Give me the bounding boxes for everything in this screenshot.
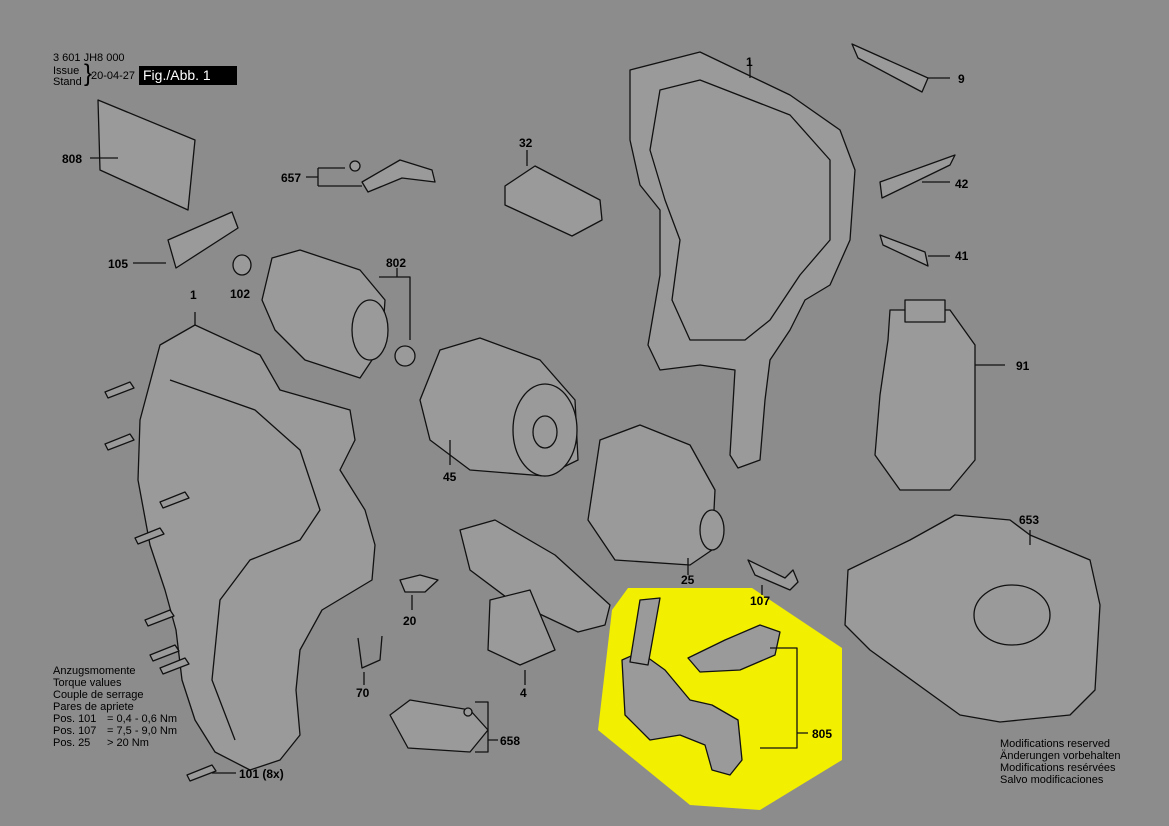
label-part-4: 4 bbox=[520, 686, 527, 700]
label-part-25: 25 bbox=[681, 573, 695, 587]
torque-line-en: Torque values bbox=[53, 677, 122, 689]
label-part-105: 105 bbox=[108, 257, 129, 271]
part-808-label-film bbox=[97, 99, 196, 211]
torque-line-es: Pares de apriete bbox=[53, 701, 134, 713]
part-805-switch bbox=[621, 651, 743, 776]
part-657-bracket bbox=[361, 159, 436, 193]
label-part-1-left: 1 bbox=[190, 288, 197, 302]
part-653-charger bbox=[844, 514, 1101, 723]
notice-line-fr: Modifications resérvées bbox=[1000, 762, 1116, 774]
label-part-1-top: 1 bbox=[746, 55, 753, 69]
stand-label: Stand bbox=[53, 76, 82, 88]
label-part-45: 45 bbox=[443, 470, 457, 484]
issue-date: 20-04-27 bbox=[91, 70, 136, 82]
label-part-91: 91 bbox=[1016, 359, 1030, 373]
brace: } bbox=[84, 60, 93, 87]
label-part-653: 653 bbox=[1019, 513, 1040, 527]
part-805-slider bbox=[687, 624, 781, 673]
notice-line-en: Modifications reserved bbox=[1000, 738, 1111, 750]
label-part-658: 658 bbox=[500, 734, 521, 748]
part-1-housing-right bbox=[629, 51, 856, 469]
label-part-41: 41 bbox=[955, 249, 969, 263]
part-91-battery bbox=[874, 309, 976, 491]
label-part-657: 657 bbox=[281, 171, 302, 185]
part-41-label bbox=[879, 234, 929, 267]
part-25-chuck bbox=[587, 424, 716, 566]
torque-values: Anzugsmomente Torque values Couple de se… bbox=[53, 665, 177, 749]
label-part-70: 70 bbox=[356, 686, 370, 700]
torque-line-de: Anzugsmomente bbox=[53, 665, 136, 677]
doc-number: 3 601 JH8 000 bbox=[53, 52, 125, 64]
part-1-housing-left bbox=[137, 324, 376, 771]
torque-pos-101: Pos. 101= 0,4 - 0,6 Nm bbox=[53, 713, 178, 725]
part-70-spring bbox=[357, 635, 383, 669]
label-part-42: 42 bbox=[955, 177, 969, 191]
figure-tag: Fig./Abb. 1 bbox=[139, 66, 237, 85]
label-part-805: 805 bbox=[812, 727, 833, 741]
label-part-20: 20 bbox=[403, 614, 417, 628]
label-part-808: 808 bbox=[62, 152, 83, 166]
part-20-clip bbox=[399, 574, 439, 593]
part-42-label bbox=[879, 154, 956, 199]
label-part-107: 107 bbox=[750, 594, 771, 608]
notice-line-de: Änderungen vorbehalten bbox=[1000, 750, 1121, 762]
part-9-label bbox=[851, 43, 929, 93]
torque-line-fr: Couple de serrage bbox=[53, 689, 144, 701]
torque-pos-107: Pos. 107= 7,5 - 9,0 Nm bbox=[53, 725, 178, 737]
label-part-9: 9 bbox=[958, 72, 965, 86]
notice-line-es: Salvo modificaciones bbox=[1000, 774, 1104, 786]
modifications-notice: Modifications reserved Änderungen vorbeh… bbox=[1000, 738, 1120, 786]
label-part-102: 102 bbox=[230, 287, 251, 301]
highlight-805 bbox=[598, 588, 842, 810]
part-32-slider bbox=[504, 165, 603, 237]
issue-label: Issue bbox=[53, 65, 80, 77]
label-part-101: 101 (8x) bbox=[239, 767, 284, 781]
part-4-electronics bbox=[459, 519, 611, 633]
torque-pos-25: Pos. 25> 20 Nm bbox=[53, 737, 149, 749]
part-101-screws bbox=[104, 381, 217, 782]
part-107-screw bbox=[747, 559, 799, 591]
part-4-bracket bbox=[487, 589, 556, 666]
label-part-32: 32 bbox=[519, 136, 533, 150]
part-102-cap bbox=[232, 254, 252, 276]
part-105-cover bbox=[167, 211, 239, 269]
label-part-802: 802 bbox=[386, 256, 407, 270]
part-658-cover bbox=[389, 699, 489, 753]
